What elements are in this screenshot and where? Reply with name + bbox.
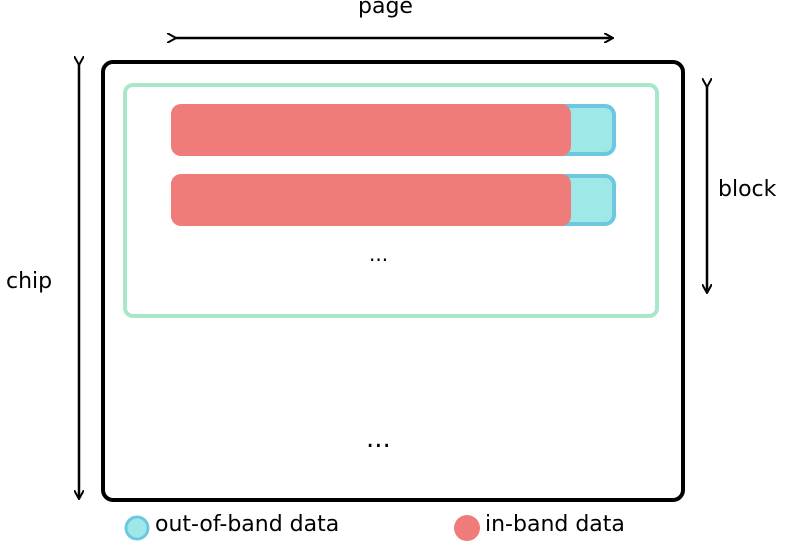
chip-label: chip	[6, 269, 53, 294]
page-1-in-band	[171, 104, 571, 156]
page-row-1	[171, 104, 616, 156]
legend-out-of-band-label: out-of-band data	[155, 512, 340, 537]
page-2-in-band	[171, 174, 571, 226]
legend-in-band-swatch	[454, 515, 480, 541]
block-outline	[123, 83, 659, 318]
page-label: page	[358, 0, 413, 19]
block-label: block	[718, 177, 777, 202]
page-row-2	[171, 174, 616, 226]
chip-outline	[101, 60, 685, 502]
legend-out-of-band-swatch	[124, 515, 150, 541]
chip-ellipsis: ...	[366, 424, 391, 454]
legend-in-band-label: in-band data	[485, 512, 625, 537]
block-ellipsis: ...	[369, 242, 389, 266]
